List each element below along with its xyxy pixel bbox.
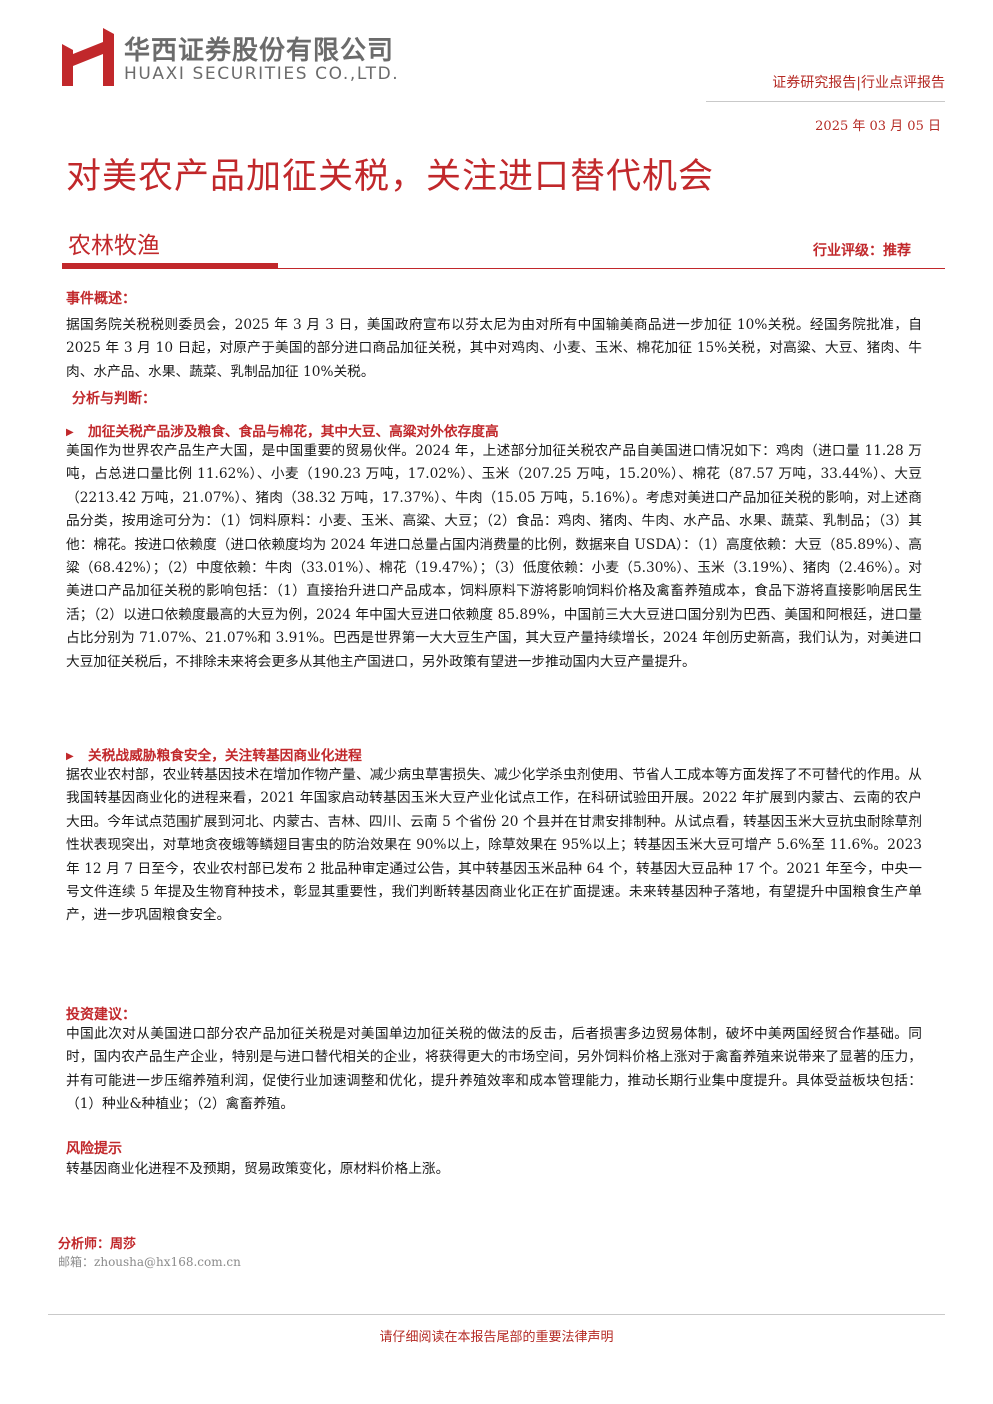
investment-heading: 投资建议： [66,1007,136,1023]
huaxi-logo-icon [62,28,114,86]
analysis-bullet-1-text: 加征关税产品涉及粮食、食品与棉花，其中大豆、高粱对外依存度高 [88,424,499,440]
analysis-bullet-1: ▶ 加征关税产品涉及粮食、食品与棉花，其中大豆、高粱对外依存度高 [66,420,499,440]
footer-divider [48,1314,945,1315]
title-divider [62,268,945,269]
legal-notice: 请仔细阅读在本报告尾部的重要法律声明 [379,1330,614,1345]
analyst-email-link[interactable]: zhousha@hx168.com.cn [94,1255,241,1269]
sector-label: 农林牧渔 [68,233,160,259]
analysis-paragraph-1: 美国作为世界农产品生产大国，是中国重要的贸易伙伴。2024 年，上述部分加征关税… [66,443,922,670]
analysis-bullet-2-text: 关税战威胁粮食安全，关注转基因商业化进程 [88,748,362,764]
analysis-bullet-2: ▶ 关税战威胁粮食安全，关注转基因商业化进程 [66,744,362,764]
investment-paragraph: 中国此次对从美国进口部分农产品加征关税是对美国单边加征关税的做法的反击，后者损害… [66,1026,922,1113]
sector-underline [62,263,278,268]
company-name-en: HUAXI SECURITIES CO.,LTD. [124,64,400,84]
analyst-email-row: 邮箱：zhousha@hx168.com.cn [58,1253,241,1270]
triangle-right-icon: ▶ [66,427,74,438]
document-type: 证券研究报告|行业点评报告 [772,75,945,91]
risk-heading: 风险提示 [66,1141,122,1157]
risk-paragraph: 转基因商业化进程不及预期，贸易政策变化，原材料价格上涨。 [66,1161,450,1177]
triangle-right-icon: ▶ [66,751,74,762]
analysis-heading: 分析与判断： [72,391,156,407]
report-date: 2025 年 03 月 05 日 [815,119,941,134]
email-label: 邮箱： [58,1255,95,1269]
industry-rating: 行业评级：推荐 [813,243,911,259]
report-title: 对美农产品加征关税，关注进口替代机会 [66,157,715,197]
header-divider [706,101,945,102]
analysis-paragraph-2: 据农业农村部，农业转基因技术在增加作物产量、减少病虫草害损失、减少化学杀虫剂使用… [66,767,922,924]
event-heading: 事件概述： [66,291,136,307]
company-name-cn: 华西证券股份有限公司 [124,36,395,66]
analyst-name: 分析师：周莎 [58,1237,137,1252]
event-paragraph: 据国务院关税税则委员会，2025 年 3 月 3 日，美国政府宣布以芬太尼为由对… [66,317,922,380]
